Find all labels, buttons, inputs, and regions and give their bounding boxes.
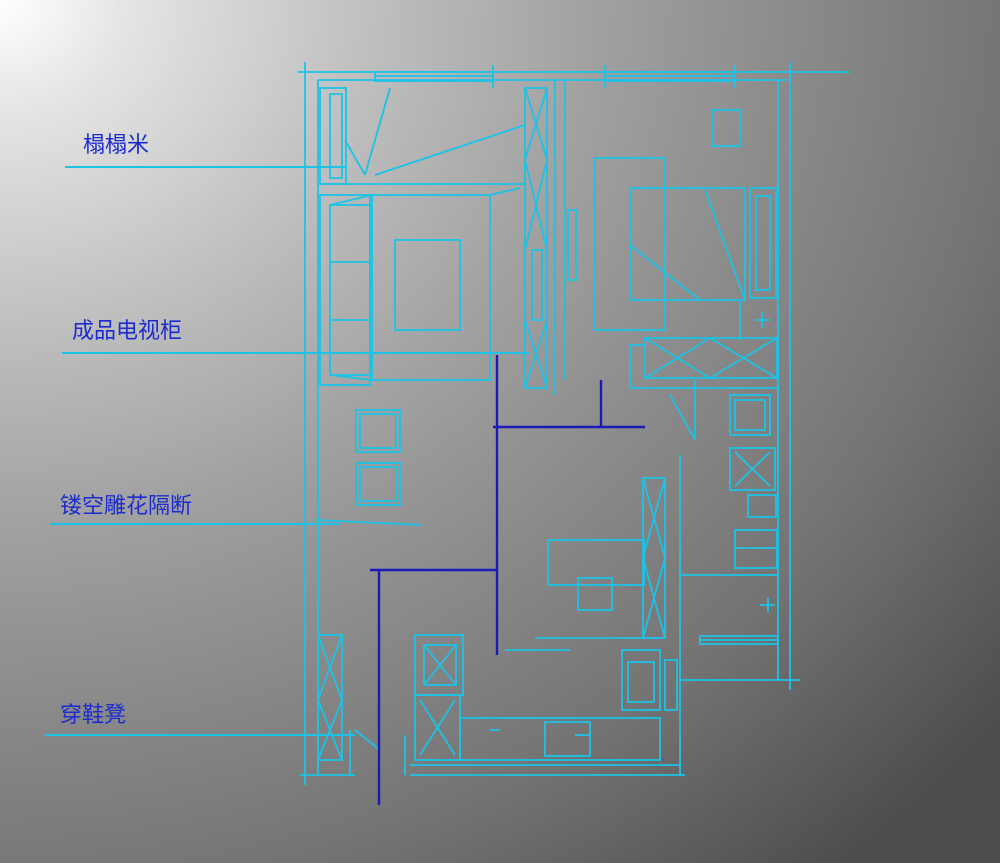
leader-lines: [45, 166, 530, 736]
annotation-tatami: 榻榻米: [83, 133, 150, 158]
annotation-shoe-bench: 穿鞋凳: [60, 703, 127, 728]
annotation-tv-cabinet: 成品电视柜: [72, 319, 183, 344]
annotation-carved-partition: 镂空雕花隔断: [60, 494, 193, 519]
plan-linework: [298, 62, 850, 785]
partition-lines: [370, 355, 645, 805]
